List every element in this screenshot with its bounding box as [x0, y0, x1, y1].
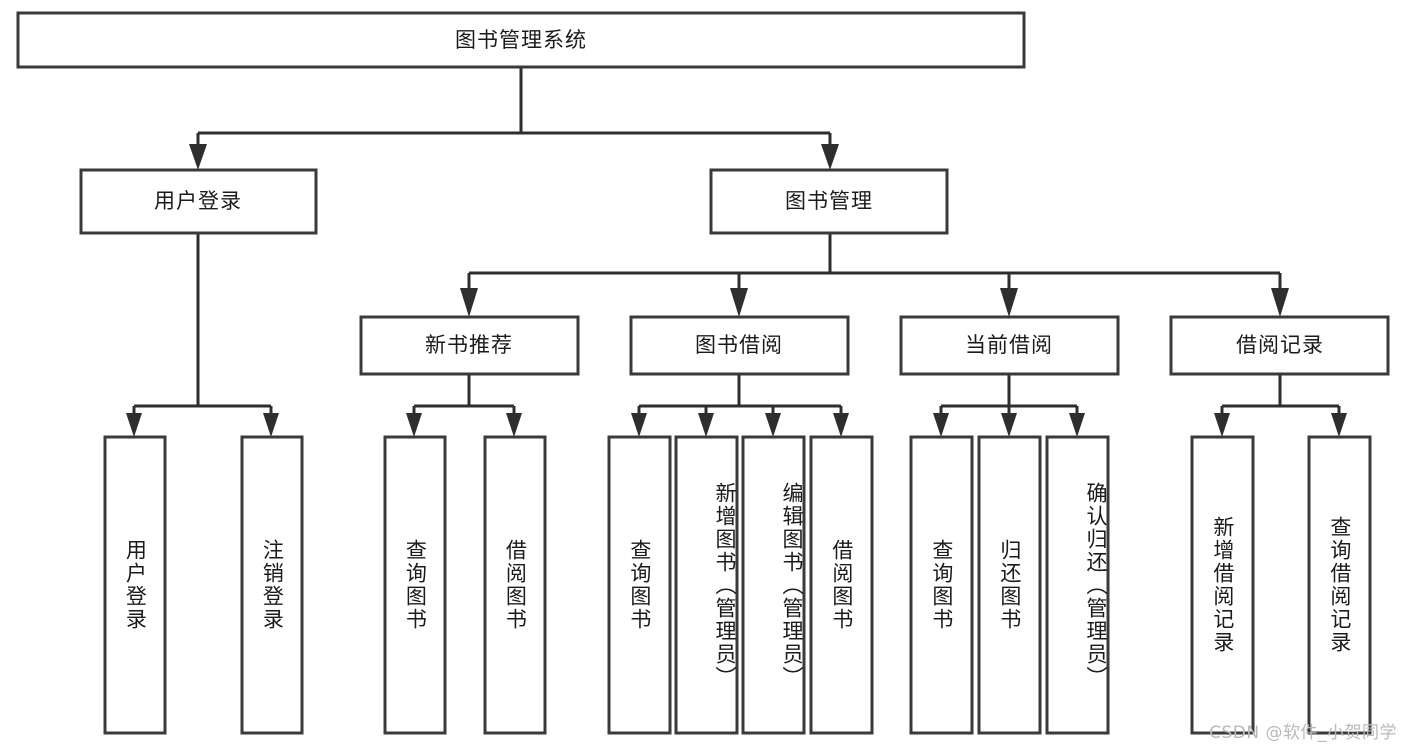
- node-root[interactable]: 图书管理系统: [16, 11, 1026, 69]
- node-current-borrow[interactable]: 当前借阅: [899, 315, 1120, 376]
- leaf-box-book-borrow-0[interactable]: [607, 435, 672, 735]
- node-borrow-record-label: 借阅记录: [1236, 333, 1324, 357]
- connector-borrow-record-to-leaves: [1214, 374, 1347, 437]
- leaf-boxes: [103, 435, 1372, 735]
- leaf-box-current-0[interactable]: [909, 435, 974, 735]
- leaf-box-book-borrow-1[interactable]: [674, 435, 739, 735]
- connector-book-borrow-to-leaves: [631, 374, 849, 437]
- node-book-borrow-label: 图书借阅: [695, 333, 783, 357]
- node-user-login[interactable]: 用户登录: [79, 168, 318, 235]
- leaf-box-book-borrow-3[interactable]: [809, 435, 874, 735]
- csdn-watermark: CSDN @软件_小贺同学: [1209, 723, 1397, 743]
- node-book-management[interactable]: 图书管理: [709, 168, 949, 235]
- node-user-login-label: 用户登录: [154, 189, 242, 213]
- connector-root-to-level2: [189, 67, 839, 170]
- connector-book-mgmt-to-level3: [460, 233, 1289, 317]
- connector-current-borrow-to-leaves: [933, 374, 1085, 437]
- leaf-box-user-login-1[interactable]: [240, 435, 304, 735]
- leaf-box-current-2[interactable]: [1045, 435, 1110, 735]
- leaf-box-book-borrow-2[interactable]: [741, 435, 806, 735]
- leaf-box-current-1[interactable]: [977, 435, 1042, 735]
- connector-user-login-to-leaves: [126, 233, 279, 437]
- node-book-borrow[interactable]: 图书借阅: [629, 315, 850, 376]
- node-book-management-label: 图书管理: [785, 189, 873, 213]
- leaf-box-new-book-0[interactable]: [383, 435, 447, 735]
- leaf-box-user-login-0[interactable]: [103, 435, 167, 735]
- node-borrow-record[interactable]: 借阅记录: [1169, 315, 1390, 376]
- node-current-borrow-label: 当前借阅: [965, 333, 1053, 357]
- node-new-book-recommend[interactable]: 新书推荐: [359, 315, 580, 376]
- connector-new-book-to-leaves: [406, 374, 522, 437]
- leaf-box-record-1[interactable]: [1307, 435, 1372, 735]
- leaf-box-record-0[interactable]: [1190, 435, 1255, 735]
- leaf-box-new-book-1[interactable]: [483, 435, 547, 735]
- node-root-label: 图书管理系统: [455, 28, 587, 52]
- node-new-book-recommend-label: 新书推荐: [425, 333, 513, 357]
